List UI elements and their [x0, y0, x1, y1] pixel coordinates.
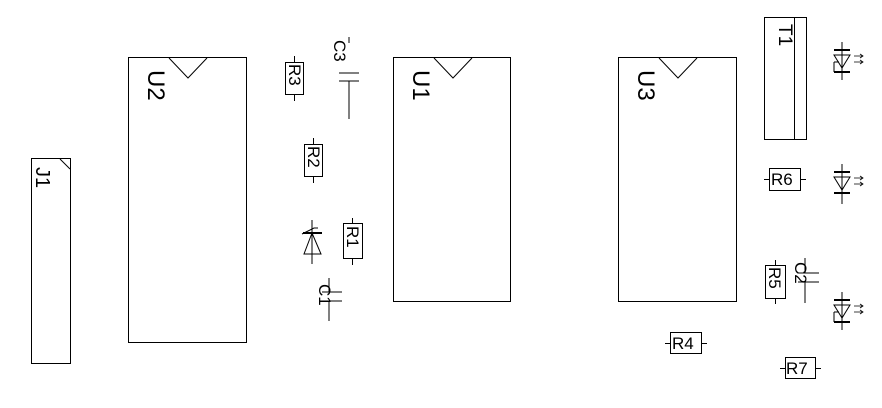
capacitor-c3[interactable]: C3 — [330, 37, 362, 120]
ic-u3[interactable]: U3 — [618, 57, 737, 302]
resistor-r6[interactable]: R6 — [764, 168, 806, 191]
capacitor-symbol-icon — [798, 258, 819, 303]
component-label: C2 — [791, 262, 810, 284]
ic-notch-icon — [658, 57, 698, 79]
transformer-t1[interactable]: T1 — [764, 17, 807, 140]
resistor-r3[interactable]: R3 — [285, 56, 304, 101]
diode-icon[interactable] — [298, 220, 328, 265]
component-label: U3 — [632, 70, 659, 101]
led-icon[interactable] — [832, 164, 872, 204]
ic-u2[interactable]: U2 — [128, 57, 247, 343]
resistor-r1[interactable]: R1 — [343, 218, 363, 265]
ic-notch-icon — [168, 57, 208, 79]
component-label: R2 — [304, 146, 323, 168]
component-label: R6 — [771, 170, 793, 189]
component-label: J1 — [31, 167, 53, 189]
divider-line — [794, 18, 795, 139]
component-label: C3 — [330, 40, 349, 62]
connector-j1[interactable]: J1 — [31, 158, 71, 364]
capacitor-symbol-icon — [339, 37, 359, 119]
resistor-r7[interactable]: R7 — [780, 357, 821, 379]
component-label: R7 — [786, 359, 808, 378]
component-label: U1 — [407, 70, 434, 101]
resistor-r2[interactable]: R2 — [304, 138, 323, 183]
resistor-r4[interactable]: R4 — [665, 332, 707, 354]
component-label: R4 — [672, 334, 694, 353]
capacitor-c2[interactable]: C2 — [790, 258, 822, 304]
component-label: U2 — [142, 70, 169, 101]
resistor-r5[interactable]: R5 — [765, 260, 786, 304]
ic-u1[interactable]: U1 — [393, 57, 511, 302]
component-label: R3 — [285, 64, 304, 86]
component-label: R5 — [765, 267, 784, 289]
pin1-marker-icon — [59, 158, 71, 170]
capacitor-symbol-icon — [322, 278, 342, 321]
component-label: R1 — [343, 226, 362, 248]
ic-notch-icon — [433, 57, 473, 79]
component-label: T1 — [774, 24, 795, 47]
capacitor-c1[interactable]: C1 — [314, 278, 346, 322]
led-icon[interactable] — [832, 292, 872, 332]
led-icon[interactable] — [832, 42, 872, 82]
component-label: C1 — [315, 284, 334, 306]
